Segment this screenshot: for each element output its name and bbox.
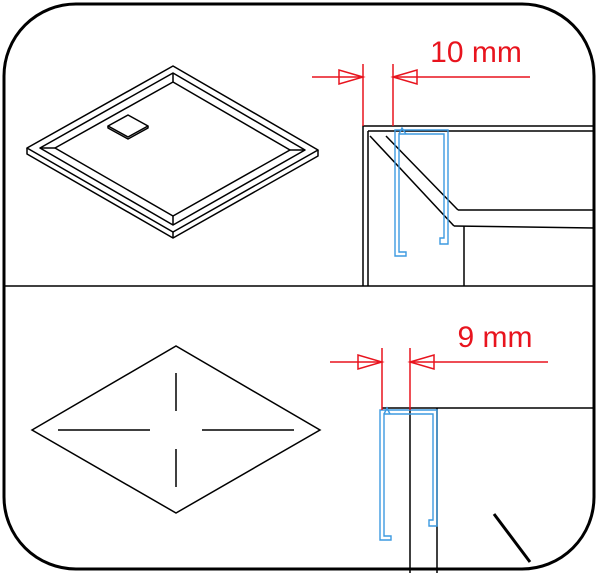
aluminium-profile-bottom [379, 406, 438, 541]
dimension-label-bottom: 9 mm [458, 321, 533, 354]
dimension-label-top: 10 mm [430, 36, 522, 69]
profile-section-bottom [382, 407, 596, 573]
floor-plan-icon [30, 345, 322, 514]
profile-section-top [362, 125, 595, 286]
dimension-9mm [330, 348, 548, 410]
shower-tray-icon [26, 65, 319, 239]
dimension-10mm [312, 64, 530, 126]
aluminium-profile-top [394, 126, 449, 257]
